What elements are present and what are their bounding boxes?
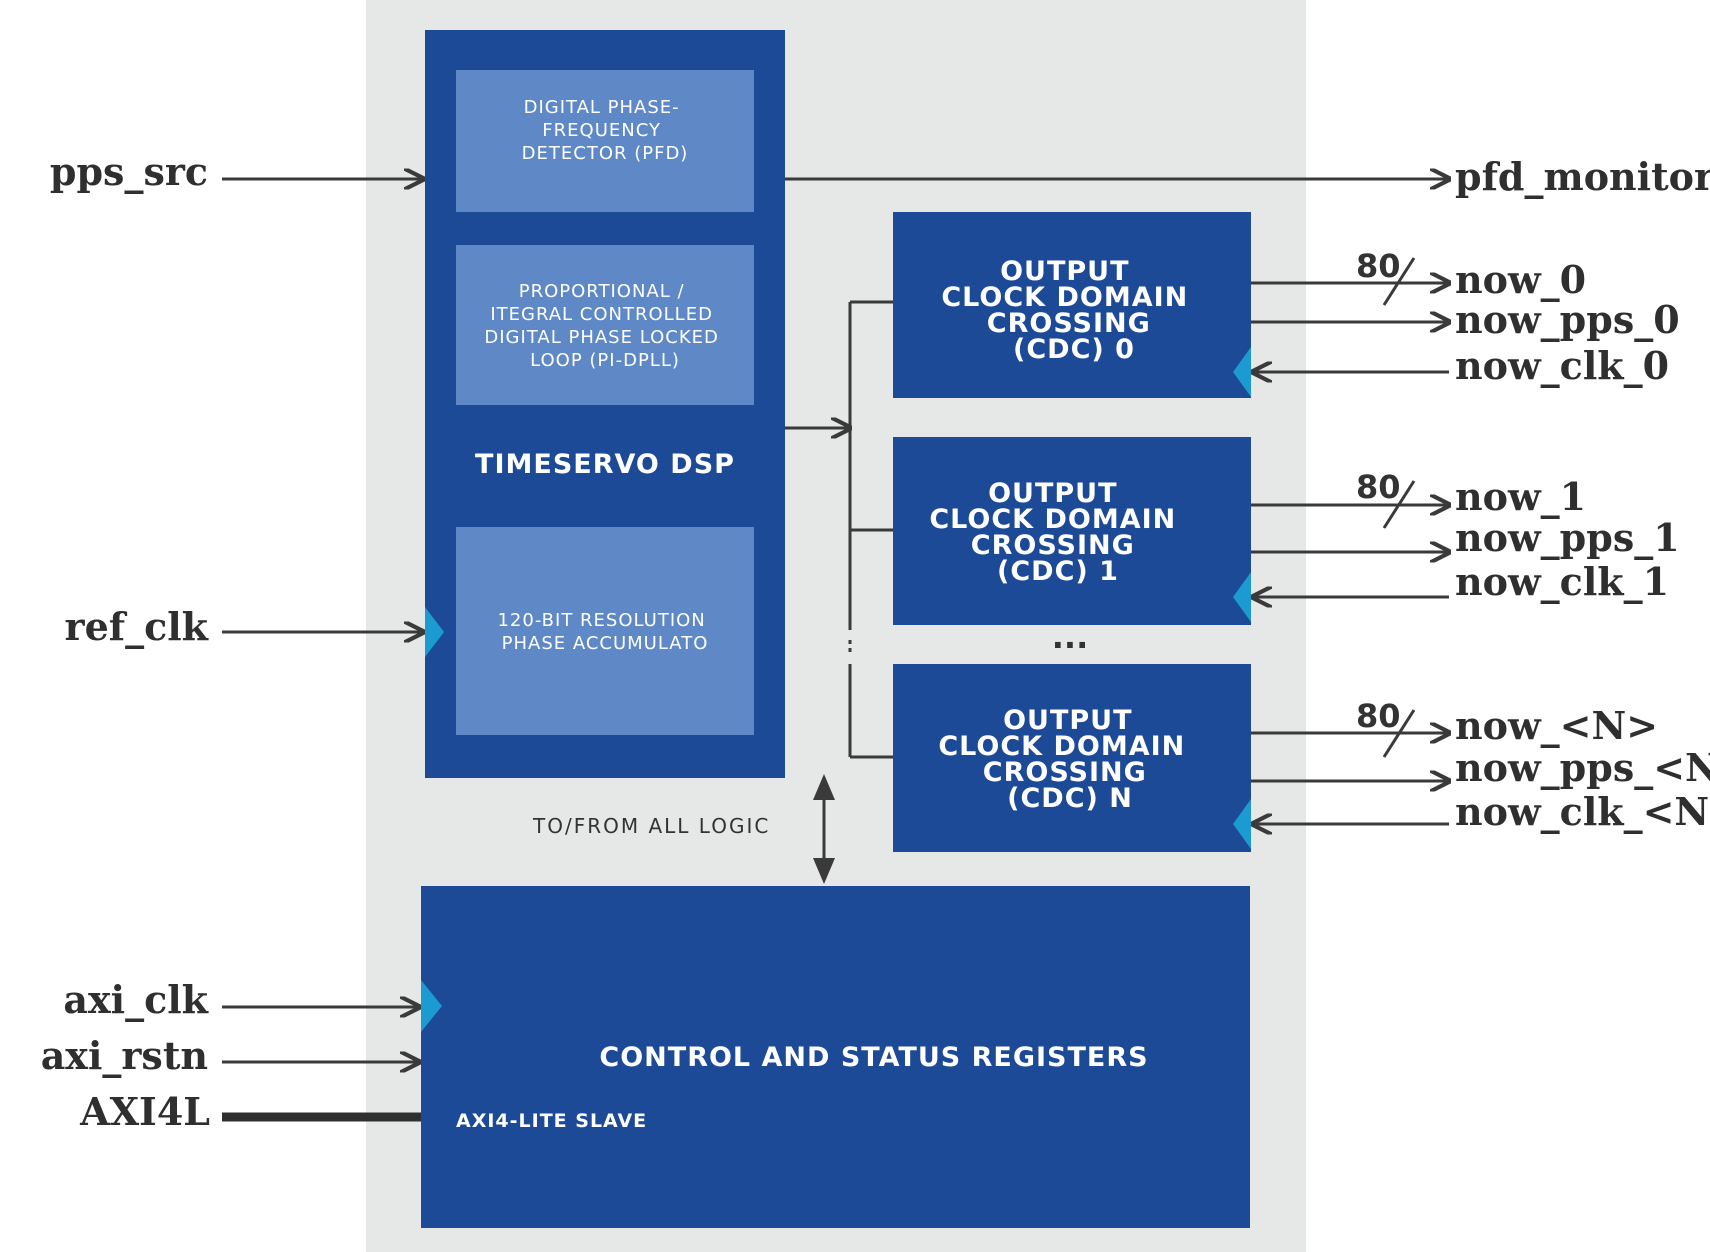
input-ref-clk: ref_clk <box>65 604 423 649</box>
svg-text:now_clk_0: now_clk_0 <box>1455 343 1669 388</box>
pidpll-block <box>456 245 754 405</box>
cdc1-outputs: 80 now_1 now_pps_1 now_clk_1 <box>1251 468 1680 604</box>
now-clk-0-marker-icon <box>1233 347 1251 397</box>
svg-text:now_pps_1: now_pps_1 <box>1455 515 1680 560</box>
csr-subtitle: AXI4-LITE SLAVE <box>456 1110 647 1132</box>
svg-text:80: 80 <box>1356 247 1401 285</box>
input-axi-rstn: axi_rstn <box>41 1033 419 1078</box>
ref-clk-marker-icon <box>425 607 444 657</box>
cdc-block-1: OUTPUT CLOCK DOMAIN CROSSING (CDC) 1 <box>893 437 1251 625</box>
svg-text:now_1: now_1 <box>1455 474 1586 519</box>
svg-text:pfd_monitor: pfd_monitor <box>1455 154 1710 199</box>
accumulator-line: 120-BIT RESOLUTION <box>497 610 705 631</box>
accumulator-line: PHASE ACCUMULATO <box>502 633 709 654</box>
pidpll-line: PROPORTIONAL / <box>519 281 685 302</box>
pfd-line: FREQUENCY <box>542 120 661 141</box>
csr-title: CONTROL AND STATUS REGISTERS <box>599 1042 1148 1073</box>
svg-text:now_pps_0: now_pps_0 <box>1455 297 1680 342</box>
svg-text:AXI4L: AXI4L <box>79 1089 210 1134</box>
svg-text:now_pps_<N>: now_pps_<N> <box>1455 745 1710 790</box>
pfd-block <box>456 70 754 212</box>
svg-text:80: 80 <box>1356 697 1401 735</box>
accumulator-block <box>456 527 754 735</box>
svg-text:axi_rstn: axi_rstn <box>41 1033 208 1078</box>
pidpll-line: ITEGRAL CONTROLLED <box>490 304 713 325</box>
svg-text:120-BIT RESOLUTION PHASE: 120-BIT RESOLUTION PHASE ACCUMULATO <box>497 610 712 654</box>
cdc-distribution-wires <box>785 300 893 759</box>
svg-text:PROPORTIONAL / ITEGRAL C: PROPORTIONAL / ITEGRAL CONTROLLED DIGITA… <box>484 281 725 371</box>
svg-text:now_0: now_0 <box>1455 257 1586 302</box>
cdc-ellipsis: ... <box>1052 618 1088 656</box>
cdc0-outputs: 80 now_0 now_pps_0 now_clk_0 <box>1251 247 1680 388</box>
pidpll-line: DIGITAL PHASE LOCKED <box>484 327 718 348</box>
axi-clk-marker-icon <box>421 980 442 1032</box>
svg-text:now_<N>: now_<N> <box>1455 703 1658 748</box>
svg-text:OUTPUT CLOCK DOMAIN: OUTPUT CLOCK DOMAIN CROSSING (CDC) 1 <box>929 478 1186 587</box>
cdcn-outputs: 80 now_<N> now_pps_<N> now_clk_<N> <box>1251 697 1710 834</box>
cdc-block-0: OUTPUT CLOCK DOMAIN CROSSING (CDC) 0 <box>893 212 1251 398</box>
now-clk-n-marker-icon <box>1233 799 1251 849</box>
timeservo-dsp-block: DIGITAL PHASE- FREQUENCY DETECTOR (PFD) … <box>425 30 785 778</box>
svg-text:OUTPUT CLOCK DOMAIN: OUTPUT CLOCK DOMAIN CROSSING (CDC) 0 <box>941 256 1198 365</box>
cdc-block-n: OUTPUT CLOCK DOMAIN CROSSING (CDC) N <box>893 664 1251 852</box>
control-status-registers-block: CONTROL AND STATUS REGISTERS AXI4-LITE S… <box>421 886 1250 1228</box>
input-axi-clk: axi_clk <box>63 977 419 1022</box>
pfd-line: DIGITAL PHASE- <box>524 97 680 118</box>
svg-text:OUTPUT CLOCK DOMAIN: OUTPUT CLOCK DOMAIN CROSSING (CDC) N <box>938 705 1195 814</box>
pidpll-line: LOOP (PI-DPLL) <box>530 350 680 371</box>
bus-label: TO/FROM ALL LOGIC <box>532 814 770 838</box>
input-pps-src: pps_src <box>50 149 423 194</box>
svg-text:pps_src: pps_src <box>50 149 208 194</box>
bus-arrow-up-icon <box>813 774 835 800</box>
input-axi4l: AXI4L <box>79 1089 421 1134</box>
svg-text:axi_clk: axi_clk <box>63 977 208 1022</box>
svg-text:now_clk_<N>: now_clk_<N> <box>1455 789 1710 834</box>
now-clk-1-marker-icon <box>1233 572 1251 622</box>
svg-text:DIGITAL PHASE- FREQUENCY: DIGITAL PHASE- FREQUENCY DETECTOR (PFD) <box>522 97 689 164</box>
svg-text:now_clk_1: now_clk_1 <box>1455 559 1669 604</box>
all-logic-bus: TO/FROM ALL LOGIC <box>532 774 835 884</box>
output-pfd-monitor: pfd_monitor <box>785 154 1710 199</box>
pfd-line: DETECTOR (PFD) <box>522 143 689 164</box>
svg-text:ref_clk: ref_clk <box>65 604 209 649</box>
svg-text:80: 80 <box>1356 468 1401 506</box>
timeservo-title: TIMESERVO DSP <box>475 449 735 480</box>
bus-arrow-down-icon <box>813 858 835 884</box>
